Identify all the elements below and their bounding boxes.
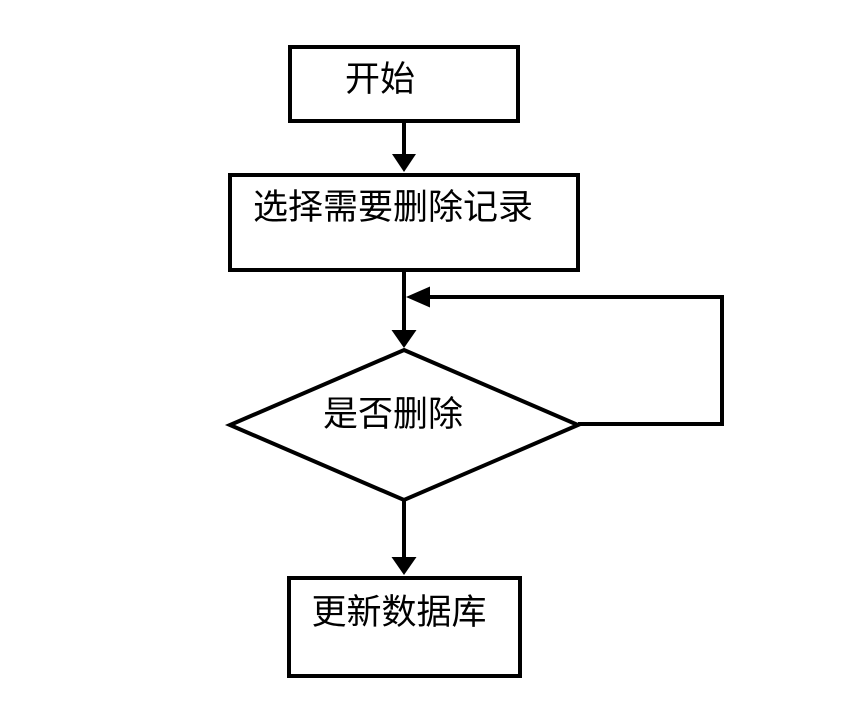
arrowhead-down-icon <box>391 330 417 348</box>
arrowhead-down-icon <box>391 557 417 575</box>
arrowhead-down-icon <box>392 154 416 172</box>
node-select-records-label: 选择需要删除记录 <box>252 187 533 228</box>
node-update-database: 更新数据库 <box>287 576 522 678</box>
node-select-records: 选择需要删除记录 <box>228 173 580 272</box>
edge-decision-loop-back <box>430 295 724 426</box>
node-update-database-label: 更新数据库 <box>311 592 487 633</box>
node-start: 开始 <box>288 45 520 123</box>
arrowhead-left-icon <box>406 286 430 308</box>
decision-diamond-shape <box>224 347 584 503</box>
node-start-label: 开始 <box>344 59 415 100</box>
